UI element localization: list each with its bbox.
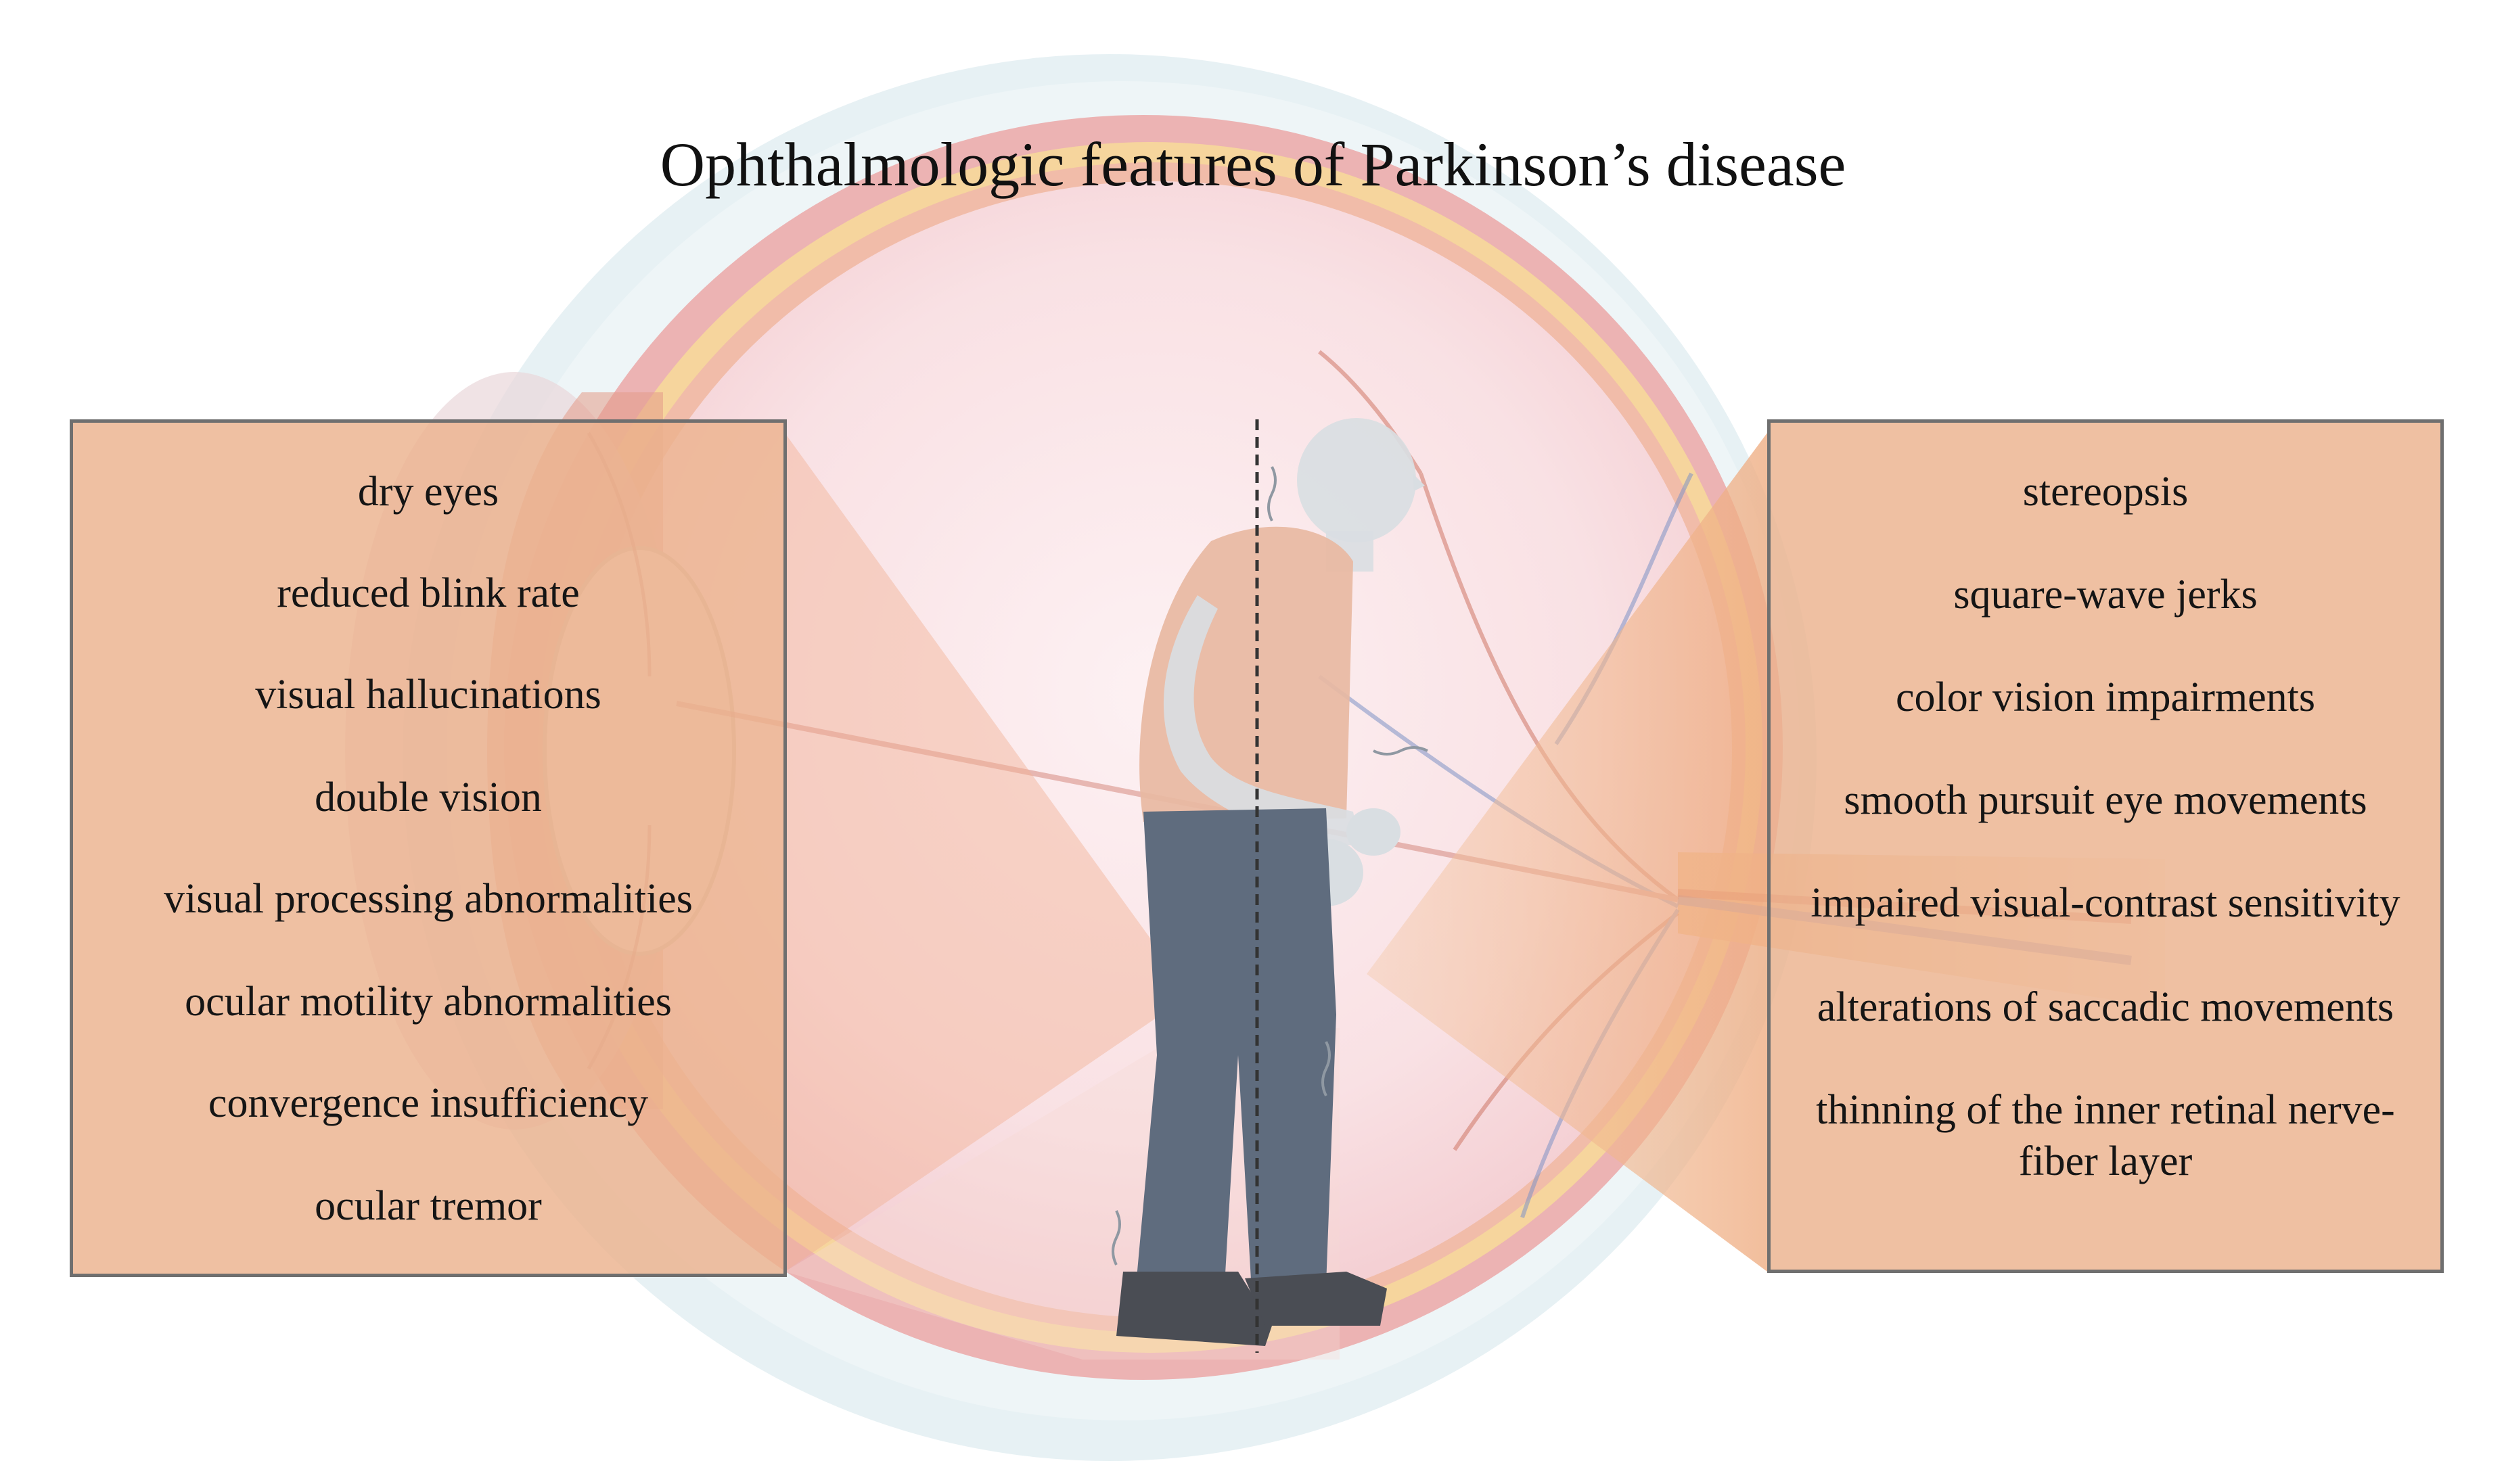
feature-color-vision-impairments: color vision impairments — [1896, 674, 2315, 720]
right-features-panel: stereopsis square-wave jerks color visio… — [1767, 419, 2444, 1273]
feature-square-wave-jerks: square-wave jerks — [1953, 572, 2258, 618]
feature-ocular-motility-abnormalities: ocular motility abnormalities — [185, 979, 672, 1025]
feature-stereopsis: stereopsis — [2022, 469, 2189, 515]
feature-reduced-blink-rate: reduced blink rate — [277, 570, 580, 616]
feature-visual-processing-abnormalities: visual processing abnormalities — [164, 876, 693, 922]
feature-double-vision: double vision — [315, 774, 542, 820]
parkinsons-patient-figure — [1112, 418, 1428, 1353]
left-features-panel: dry eyes reduced blink rate visual hallu… — [70, 419, 787, 1277]
feature-dry-eyes: dry eyes — [357, 469, 499, 515]
feature-alterations-of-saccadic-movements: alterations of saccadic movements — [1817, 984, 2394, 1030]
feature-visual-hallucinations: visual hallucinations — [255, 672, 601, 718]
diagram-title: Ophthalmologic features of Parkinson’s d… — [660, 130, 1846, 199]
feature-smooth-pursuit-eye-movements: smooth pursuit eye movements — [1844, 777, 2367, 823]
feature-ocular-tremor: ocular tremor — [315, 1183, 542, 1229]
feature-thinning-inner-retinal-nerve-fiber-layer: thinning of the inner retinal nerve-fibe… — [1816, 1087, 2395, 1184]
feature-impaired-visual-contrast-sensitivity: impaired visual-contrast sensitivity — [1810, 880, 2400, 926]
feature-convergence-insufficiency: convergence insufficiency — [208, 1080, 649, 1126]
